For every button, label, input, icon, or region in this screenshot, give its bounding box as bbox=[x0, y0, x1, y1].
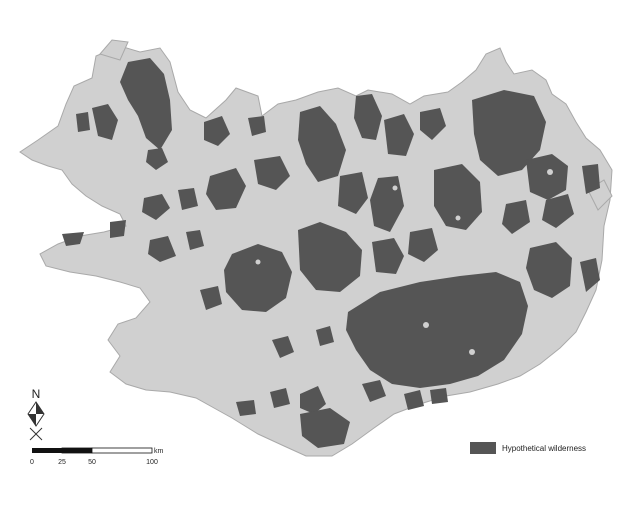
wilderness-patch bbox=[270, 388, 290, 408]
wilderness-patch bbox=[206, 168, 246, 210]
scale-tick-100: 100 bbox=[146, 459, 158, 466]
wilderness-patch bbox=[434, 164, 482, 230]
wilderness-patch bbox=[62, 232, 84, 246]
lake-dot bbox=[303, 297, 309, 303]
wilderness-patch bbox=[372, 238, 404, 274]
lake-dot bbox=[547, 169, 553, 175]
wilderness-patch bbox=[178, 188, 198, 210]
scale-tick-25: 25 bbox=[58, 459, 66, 466]
north-arrow: N bbox=[27, 387, 45, 441]
wilderness-patch bbox=[526, 154, 568, 200]
wilderness-patch bbox=[92, 104, 118, 140]
wilderness-patch bbox=[582, 164, 600, 194]
wilderness-patch bbox=[148, 236, 176, 262]
wilderness-patch bbox=[120, 58, 172, 150]
wilderness-patch bbox=[316, 326, 334, 346]
peninsula-north bbox=[99, 39, 129, 61]
scale-segment-3 bbox=[91, 447, 153, 454]
wilderness-patch bbox=[298, 222, 362, 292]
lake-dot bbox=[392, 185, 398, 191]
legend-swatch bbox=[470, 442, 496, 454]
wilderness-areas bbox=[62, 58, 600, 448]
lake-dot bbox=[455, 215, 461, 221]
wilderness-patch bbox=[338, 172, 368, 214]
wilderness-patch bbox=[404, 390, 424, 410]
scale-bar: km 0 25 50 100 bbox=[30, 447, 164, 466]
wilderness-patch bbox=[430, 388, 448, 404]
wilderness-patch bbox=[110, 220, 126, 238]
lake-dot bbox=[247, 235, 253, 241]
wilderness-patch bbox=[236, 400, 256, 416]
wilderness-patch bbox=[472, 90, 546, 176]
wilderness-patch bbox=[254, 156, 290, 190]
scale-unit: km bbox=[154, 448, 164, 455]
wilderness-patch bbox=[76, 112, 90, 132]
wilderness-patch bbox=[362, 380, 386, 402]
wilderness-patch bbox=[502, 200, 530, 234]
wilderness-patch bbox=[298, 106, 346, 182]
wilderness-patch bbox=[204, 116, 230, 146]
lake-dot bbox=[255, 259, 261, 265]
wilderness-patch bbox=[272, 336, 294, 358]
legend-label: Hypothetical wilderness bbox=[502, 444, 586, 453]
wilderness-patch bbox=[224, 244, 292, 312]
north-arrow-letter: N bbox=[32, 387, 41, 401]
wilderness-patch bbox=[420, 108, 446, 140]
wilderness-patch bbox=[248, 116, 266, 136]
wilderness-patch bbox=[300, 386, 326, 414]
legend: Hypothetical wilderness bbox=[470, 442, 586, 454]
scale-tick-0: 0 bbox=[30, 459, 34, 466]
wilderness-patch bbox=[384, 114, 414, 156]
lake-dot bbox=[527, 287, 533, 293]
wilderness-patch bbox=[186, 230, 204, 250]
wilderness-patch bbox=[200, 286, 222, 310]
lake-dot bbox=[469, 349, 475, 355]
wilderness-patch bbox=[146, 148, 168, 170]
wilderness-patch bbox=[542, 194, 574, 228]
wilderness-patch bbox=[142, 194, 170, 220]
scale-tick-50: 50 bbox=[88, 459, 96, 466]
wilderness-patch bbox=[354, 94, 382, 140]
lake-dot bbox=[423, 322, 429, 328]
wilderness-patch bbox=[346, 272, 528, 388]
interior-lakes bbox=[247, 169, 553, 355]
wilderness-patch bbox=[526, 242, 572, 298]
wilderness-patch bbox=[580, 258, 600, 292]
wilderness-patch bbox=[408, 228, 438, 262]
wilderness-patch bbox=[300, 408, 350, 448]
